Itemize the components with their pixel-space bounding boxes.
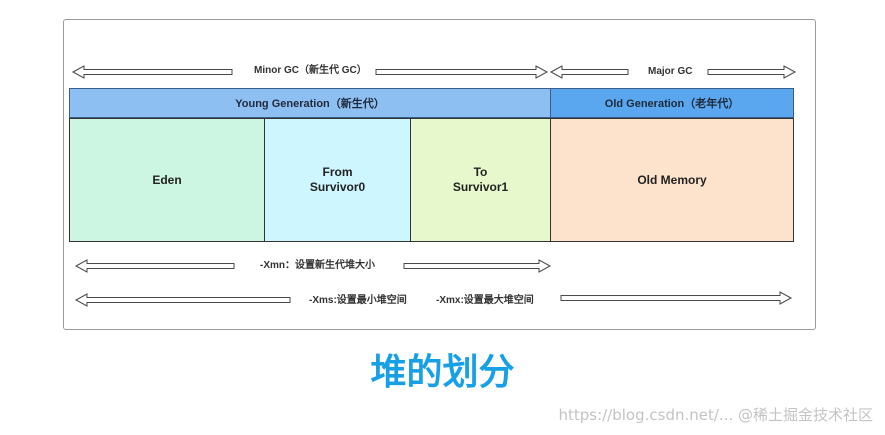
- survivor0-label: Survivor0: [309, 180, 366, 194]
- eden-label: Eden: [152, 172, 182, 187]
- young-generation-bar: Young Generation（新生代）: [69, 88, 551, 118]
- to-label: To: [473, 165, 488, 179]
- xmn-label: -Xmn：设置新生代堆大小: [256, 260, 379, 272]
- minor-gc-left-arrow: [71, 65, 233, 79]
- diagram-title: 堆的划分: [370, 352, 515, 393]
- from-label: From: [322, 165, 353, 179]
- major-gc-label: Major GC: [644, 66, 697, 78]
- xmx-right-arrow: [560, 291, 793, 305]
- old-memory-label: Old Memory: [637, 172, 707, 187]
- minor-gc-label: Minor GC（新生代 GC）: [250, 65, 371, 77]
- eden-cell: Eden: [69, 118, 265, 242]
- xms-left-arrow: [74, 293, 291, 307]
- to-survivor-cell: To Survivor1: [410, 118, 551, 242]
- old-generation-bar: Old Generation（老年代）: [550, 88, 794, 118]
- major-gc-left-arrow: [549, 65, 629, 79]
- xmn-right-arrow: [403, 259, 552, 273]
- major-gc-right-arrow: [707, 65, 797, 79]
- survivor1-label: Survivor1: [452, 180, 509, 194]
- from-survivor-cell: From Survivor0: [264, 118, 411, 242]
- xmx-label: -Xmx:设置最大堆空间: [432, 295, 538, 307]
- watermark: https://blog.csdn.net/... @稀土掘金技术社区: [558, 406, 873, 424]
- old-memory-cell: Old Memory: [550, 118, 794, 242]
- xms-label: -Xms:设置最小堆空间: [305, 295, 411, 307]
- xmn-left-arrow: [74, 259, 235, 273]
- minor-gc-right-arrow: [375, 65, 549, 79]
